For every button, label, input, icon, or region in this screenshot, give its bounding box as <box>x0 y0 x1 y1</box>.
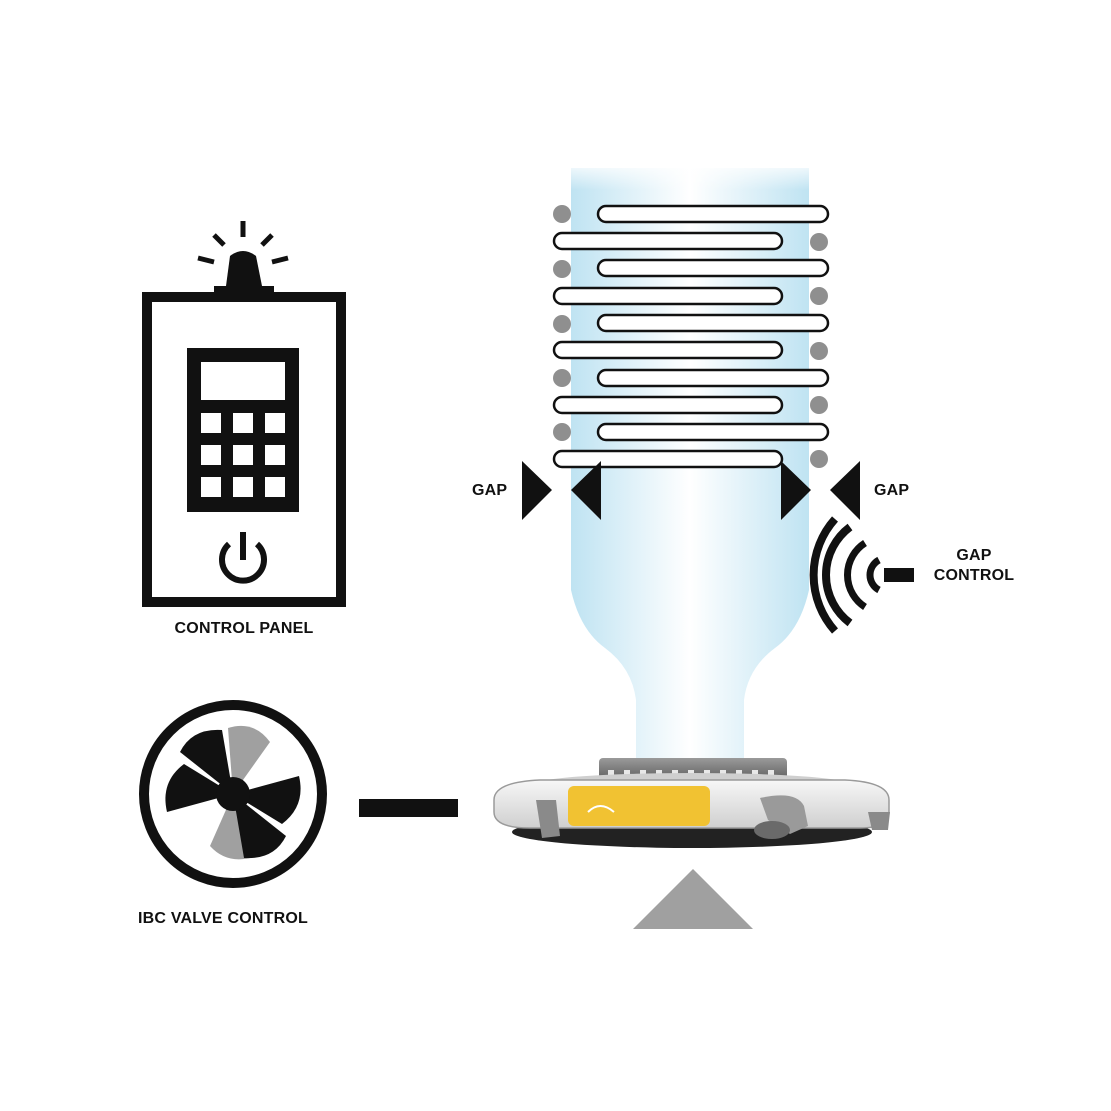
sensor-wave-icon <box>809 516 881 634</box>
gap-arrow-inner-left <box>571 461 601 520</box>
gap-control-label-line1: GAP <box>956 547 992 564</box>
gap-control-label-line2: CONTROL <box>933 567 1015 584</box>
gap-arrow-outer-right <box>830 461 860 520</box>
keypad-icon <box>187 348 299 512</box>
alarm-beacon-icon <box>197 221 289 296</box>
control-panel-icon <box>142 221 346 607</box>
ibc-valve-icon <box>139 700 327 888</box>
collapsing-frame <box>552 204 830 469</box>
gap-label-left: GAP <box>472 482 508 499</box>
upward-flow-arrow <box>633 869 753 929</box>
gap-arrow-inner-right <box>781 461 811 520</box>
gap-arrow-outer-left <box>522 461 552 520</box>
gap-label-right: GAP <box>874 482 910 499</box>
cooling-ring <box>493 758 890 848</box>
roller-column-left <box>553 205 571 441</box>
sensor-bar <box>884 568 914 582</box>
ibc-valve-control-label: IBC VALVE CONTROL <box>138 910 308 927</box>
roller-column-right <box>810 233 828 468</box>
valve-connector-line <box>359 799 458 817</box>
control-panel-label: CONTROL PANEL <box>174 620 314 637</box>
power-icon <box>219 532 267 584</box>
gap-control-label: GAP CONTROL <box>920 546 1028 586</box>
bubble-top-fade <box>571 160 809 190</box>
